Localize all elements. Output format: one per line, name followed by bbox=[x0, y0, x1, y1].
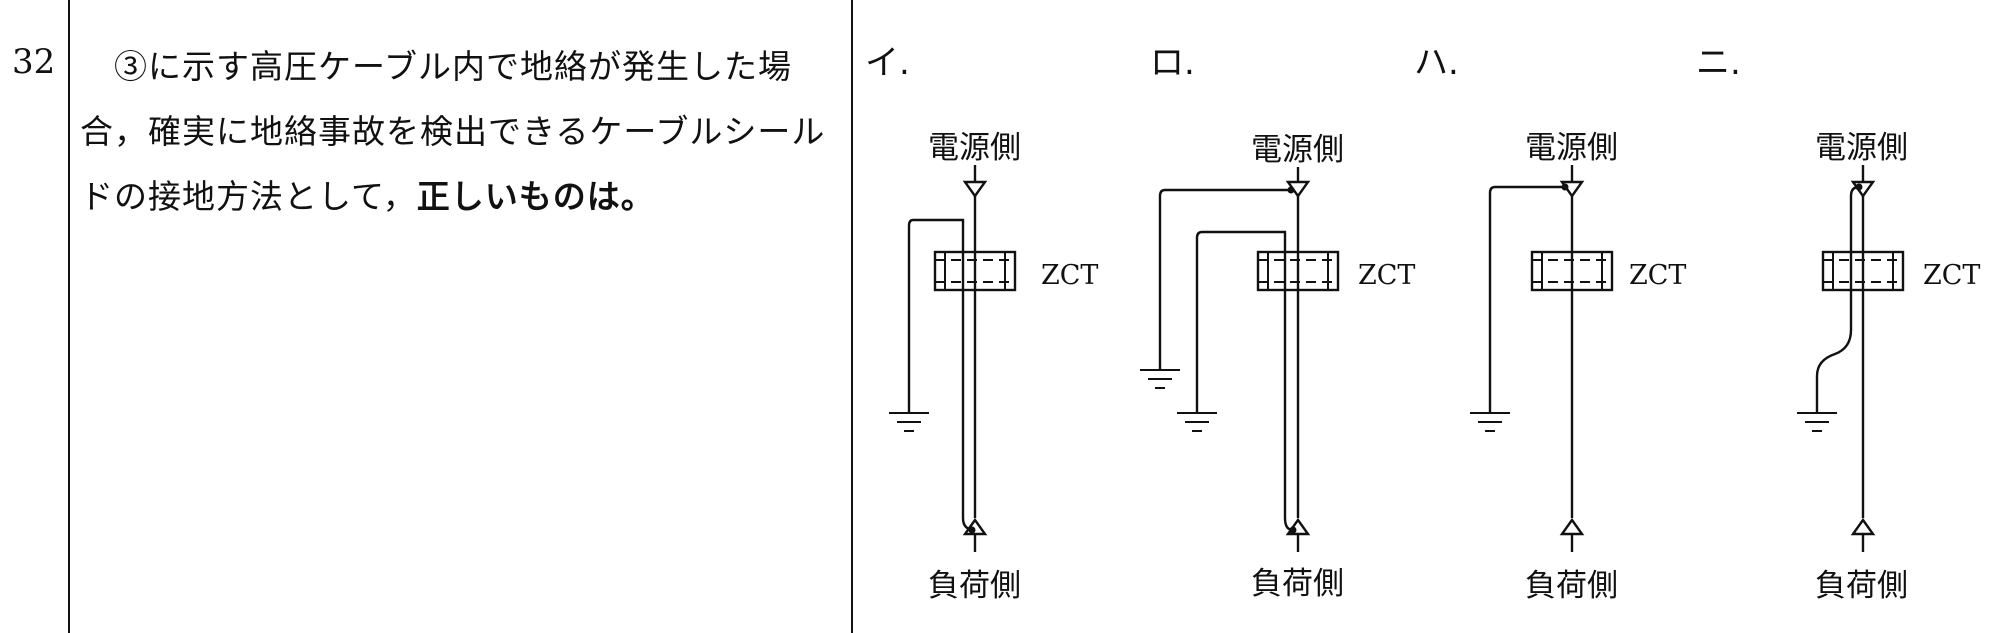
option-ni-zct-label: ZCT bbox=[1923, 260, 1980, 291]
option-i-zct-label: ZCT bbox=[1041, 260, 1098, 291]
option-ha-zct-label: ZCT bbox=[1629, 260, 1686, 291]
question-text: ③に示す高圧ケーブル内で地絡が発生した場合，確実に地絡事故を検出できるケーブルシ… bbox=[80, 34, 850, 229]
option-ha-diagram: ハ. 電源側 負荷側 ZCT bbox=[1414, 43, 1686, 604]
option-ro-diagram: ロ. 電源側 負荷側 ZCT bbox=[1139, 43, 1415, 602]
option-ro-zct bbox=[1256, 250, 1340, 292]
question-text-bold: 正しいものは。 bbox=[416, 177, 655, 216]
option-ni-zct bbox=[1821, 250, 1905, 292]
option-i-label: イ. bbox=[865, 43, 910, 83]
option-ni-diagram: ニ. 電源側 負荷側 ZCT bbox=[1696, 43, 1980, 604]
option-ro-load-label: 負荷側 bbox=[1251, 566, 1344, 602]
option-ro-source-label: 電源側 bbox=[1251, 132, 1344, 168]
option-i-zct bbox=[933, 250, 1017, 292]
left-border-line bbox=[68, 0, 70, 633]
question-number: 32 bbox=[12, 42, 56, 82]
option-i-source-label: 電源側 bbox=[928, 130, 1021, 166]
option-ni-load-label: 負荷側 bbox=[1815, 568, 1908, 604]
option-ni-source-label: 電源側 bbox=[1815, 130, 1908, 166]
option-ha-label: ハ. bbox=[1414, 43, 1459, 83]
option-ha-load-label: 負荷側 bbox=[1525, 568, 1618, 604]
grounding-diagrams: イ. 電源側 負荷側 ZCT ロ. 電源側 負荷側 ZCT bbox=[865, 43, 1980, 604]
option-ro-zct-label: ZCT bbox=[1358, 260, 1415, 291]
option-i-load-label: 負荷側 bbox=[928, 568, 1021, 604]
option-ha-source-label: 電源側 bbox=[1525, 130, 1618, 166]
option-i-diagram: イ. 電源側 負荷側 ZCT bbox=[865, 43, 1098, 604]
middle-border-line bbox=[851, 0, 853, 633]
option-ro-label: ロ. bbox=[1150, 43, 1195, 83]
question-text-lead: ③に示す高圧ケーブル内で地絡が発生した場合，確実に地絡事故を検出できるケーブルシ… bbox=[80, 47, 826, 216]
option-ni-label: ニ. bbox=[1696, 43, 1741, 83]
option-ha-zct bbox=[1530, 250, 1614, 292]
